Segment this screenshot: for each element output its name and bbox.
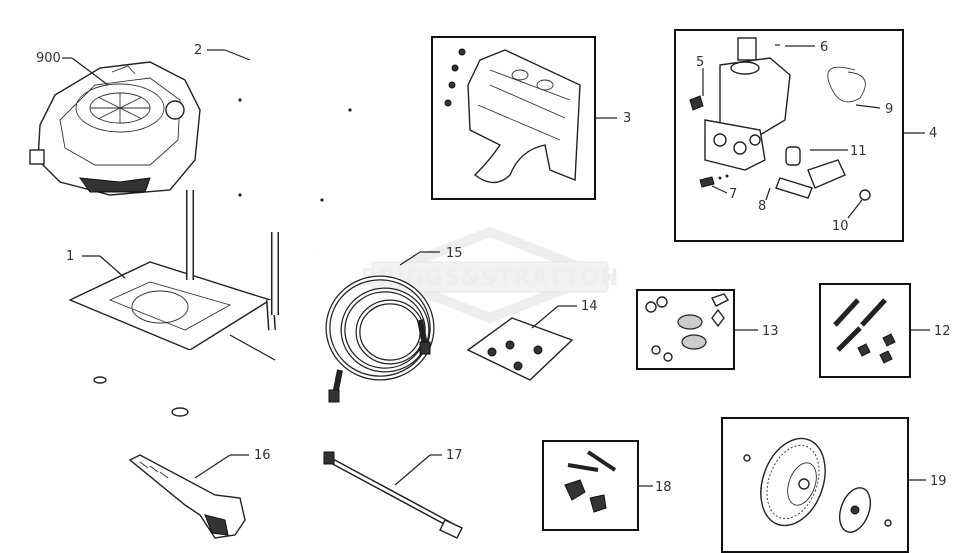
part-16-spray-gun[interactable] bbox=[128, 454, 246, 539]
box-12 bbox=[819, 283, 911, 378]
part-14-hardware-bag[interactable] bbox=[466, 317, 574, 381]
leader-2b bbox=[224, 49, 251, 61]
callout-9: 9 bbox=[885, 102, 893, 117]
callout-13: 13 bbox=[762, 324, 779, 339]
part-17-wand[interactable] bbox=[323, 451, 463, 539]
part-2-handle[interactable] bbox=[237, 17, 359, 256]
box-4 bbox=[674, 29, 904, 242]
leader-8 bbox=[765, 187, 771, 201]
callout-17: 17 bbox=[446, 448, 463, 463]
callout-11: 11 bbox=[850, 144, 867, 159]
callout-900: 900 bbox=[36, 51, 61, 66]
leader-1b bbox=[99, 255, 126, 279]
leader-16 bbox=[194, 454, 231, 479]
callout-14: 14 bbox=[581, 299, 598, 314]
part-900-engine[interactable] bbox=[29, 61, 201, 196]
part-12-bolts[interactable] bbox=[833, 298, 896, 364]
callout-19: 19 bbox=[930, 474, 947, 489]
callout-15: 15 bbox=[446, 246, 463, 261]
part-15-hose[interactable] bbox=[325, 275, 435, 403]
callout-2: 2 bbox=[194, 43, 202, 58]
leader-9 bbox=[855, 104, 881, 109]
callout-3: 3 bbox=[623, 111, 631, 126]
leader-10 bbox=[847, 199, 863, 219]
part-18-hardware[interactable] bbox=[564, 450, 617, 513]
callout-16: 16 bbox=[254, 448, 271, 463]
leader-17 bbox=[394, 454, 431, 486]
part-4-pump[interactable] bbox=[689, 37, 871, 201]
callout-8: 8 bbox=[758, 199, 766, 214]
part-1-frame[interactable] bbox=[57, 190, 279, 417]
part-3-bracket[interactable] bbox=[444, 48, 581, 184]
part-19-wheel[interactable] bbox=[743, 429, 892, 536]
leader-7 bbox=[711, 185, 728, 194]
leader-900b bbox=[71, 57, 109, 86]
callout-18: 18 bbox=[655, 480, 672, 495]
callout-12: 12 bbox=[934, 324, 951, 339]
box-19 bbox=[721, 417, 909, 553]
part-13-wheel-hardware[interactable] bbox=[645, 293, 730, 362]
watermark-text: BRIGGS&STRATTON bbox=[361, 266, 620, 291]
leader-15 bbox=[399, 251, 421, 266]
watermark: BRIGGS&STRATTON bbox=[361, 226, 620, 324]
callout-4: 4 bbox=[929, 126, 937, 141]
callout-1: 1 bbox=[66, 249, 74, 264]
callout-6: 6 bbox=[820, 40, 828, 55]
callout-5: 5 bbox=[696, 55, 704, 70]
callout-7: 7 bbox=[729, 187, 737, 202]
leader-14 bbox=[531, 305, 559, 329]
callout-10: 10 bbox=[832, 219, 849, 234]
